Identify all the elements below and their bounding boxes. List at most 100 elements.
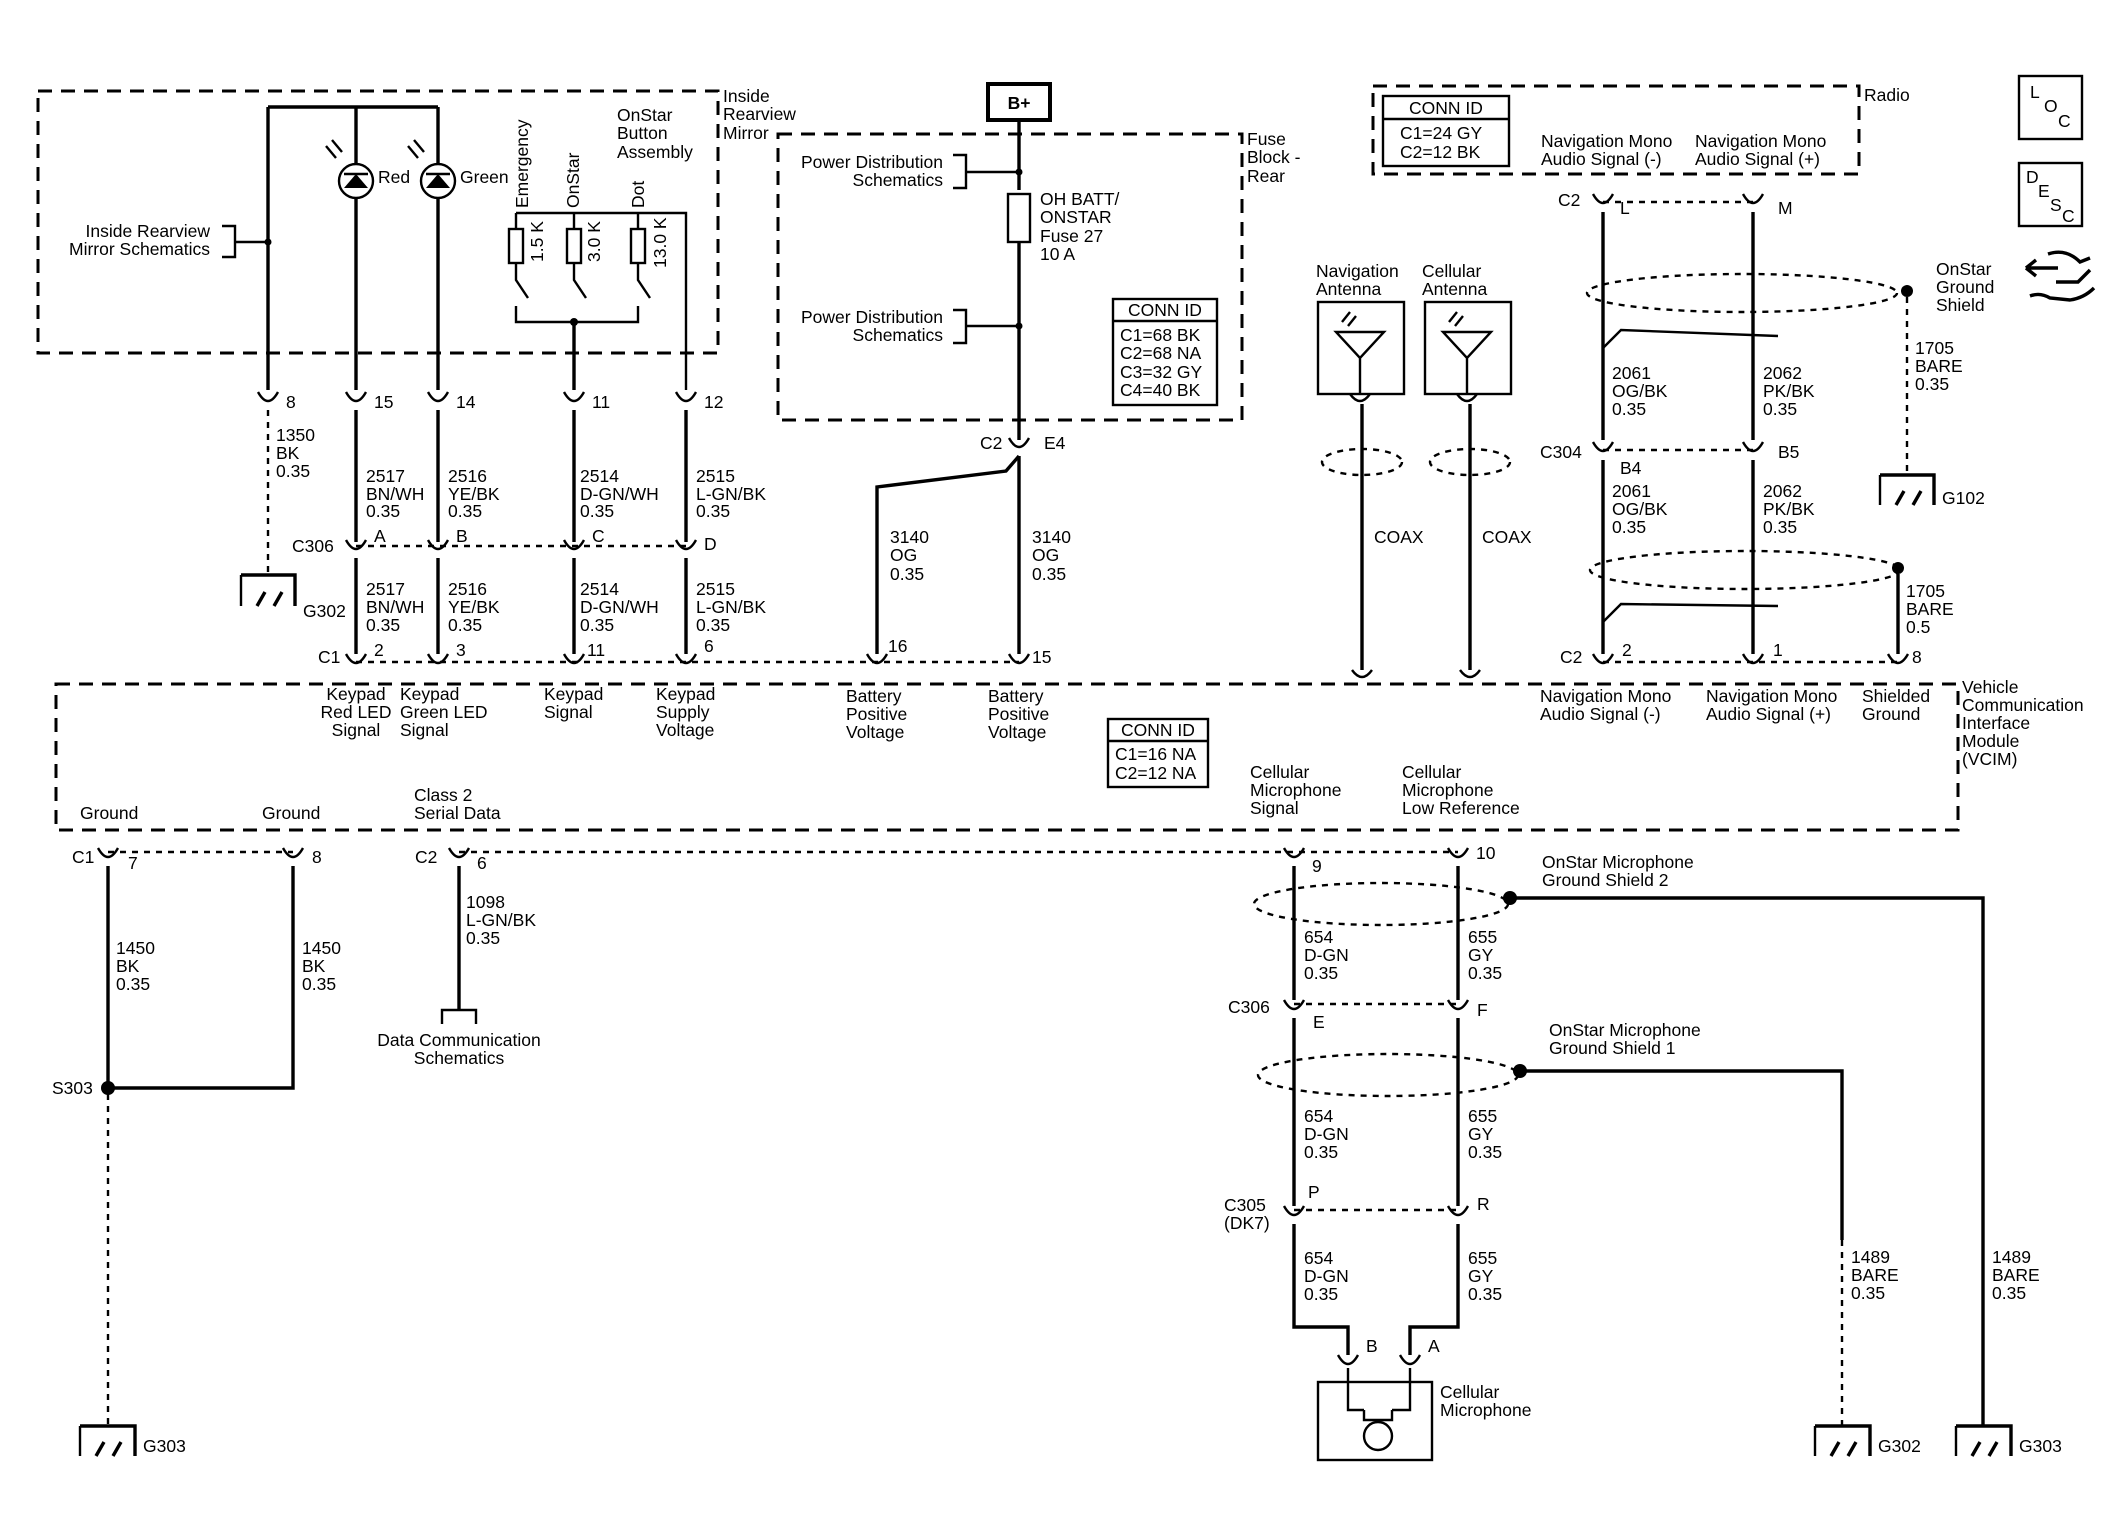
svg-text:Shield: Shield — [1936, 295, 1985, 315]
svg-text:Data Communication: Data Communication — [377, 1030, 540, 1050]
svg-text:GY: GY — [1468, 945, 1494, 965]
svg-text:Rearview: Rearview — [723, 104, 796, 124]
green-led-icon: Green — [407, 107, 509, 390]
svg-text:D-GN: D-GN — [1304, 1266, 1349, 1286]
svg-text:15: 15 — [374, 392, 393, 412]
svg-text:Rear: Rear — [1247, 166, 1285, 186]
wire-2062-label-a: 2062 PK/BK 0.35 — [1763, 363, 1815, 419]
svg-text:BK: BK — [116, 956, 140, 976]
ground-g303-left-icon: G303 — [78, 1424, 186, 1457]
desc-icon[interactable]: D E S C — [2017, 161, 2084, 228]
connector-c304: C304 B4 B5 — [1540, 441, 1799, 478]
svg-text:Keypad: Keypad — [544, 684, 603, 704]
red-led-label: Red — [378, 167, 410, 187]
svg-text:2514: 2514 — [580, 466, 619, 486]
svg-text:OG/BK: OG/BK — [1612, 499, 1668, 519]
svg-text:Power Distribution: Power Distribution — [801, 307, 943, 327]
cellular-microphone: B A Cellular Microphone — [1316, 1336, 1531, 1462]
svg-text:BARE: BARE — [1851, 1265, 1899, 1285]
svg-text:8: 8 — [312, 847, 322, 867]
svg-text:BK: BK — [276, 443, 300, 463]
svg-text:BK: BK — [302, 956, 326, 976]
svg-text:BARE: BARE — [1915, 356, 1963, 376]
svg-text:2062: 2062 — [1763, 363, 1802, 383]
svg-text:Class 2: Class 2 — [414, 785, 472, 805]
wire-3140-right-label: 3140 OG 0.35 — [1032, 527, 1071, 584]
wire-1705-shield-1: 1705 BARE 0.35 — [1915, 338, 1963, 394]
svg-text:Microphone: Microphone — [1250, 780, 1341, 800]
radio-c2-connector: C2 L M — [1558, 190, 1793, 218]
power-distribution-ref-1: Power Distribution Schematics — [801, 152, 1023, 190]
svg-text:D-GN/WH: D-GN/WH — [580, 597, 659, 617]
svg-text:E4: E4 — [1044, 433, 1066, 453]
svg-text:1350: 1350 — [276, 425, 315, 445]
svg-text:Antenna: Antenna — [1422, 279, 1487, 299]
svg-text:CONN ID: CONN ID — [1409, 98, 1483, 118]
svg-text:C4=40 BK: C4=40 BK — [1120, 380, 1201, 400]
ground-g302-icon: G302 — [239, 573, 346, 621]
wire-1489-left-label: 1489 BARE 0.35 — [1851, 1247, 1899, 1303]
wire-harness-icon[interactable] — [2024, 250, 2096, 302]
svg-text:2515: 2515 — [696, 579, 735, 599]
wire-2062-label-b: 2062 PK/BK 0.35 — [1763, 481, 1815, 537]
svg-text:C2=68 NA: C2=68 NA — [1120, 343, 1202, 363]
svg-text:PK/BK: PK/BK — [1763, 499, 1815, 519]
svg-text:OG: OG — [1032, 545, 1059, 565]
vcim-c1-bottom-connector: C1 7 8 — [72, 847, 322, 873]
wire-1489-right-label: 1489 BARE 0.35 — [1992, 1247, 2040, 1303]
svg-text:1489: 1489 — [1992, 1247, 2031, 1267]
svg-text:Antenna: Antenna — [1316, 279, 1381, 299]
svg-text:654: 654 — [1304, 1248, 1333, 1268]
wire-654-label-a: 654 D-GN 0.35 — [1304, 927, 1349, 983]
svg-text:Inside: Inside — [723, 86, 770, 106]
mirror-connector-pins: 8 15 14 11 12 — [256, 391, 723, 412]
red-led-icon: Red — [325, 107, 410, 390]
svg-text:Positive: Positive — [988, 704, 1049, 724]
loc-icon[interactable]: L O C — [2017, 74, 2084, 141]
svg-text:0.35: 0.35 — [302, 974, 336, 994]
svg-text:OnStar: OnStar — [617, 105, 673, 125]
svg-text:B5: B5 — [1778, 442, 1799, 462]
svg-text:1450: 1450 — [302, 938, 341, 958]
svg-text:G303: G303 — [2019, 1436, 2062, 1456]
svg-text:C306: C306 — [1228, 997, 1270, 1017]
svg-text:2516: 2516 — [448, 579, 487, 599]
svg-text:C2: C2 — [415, 847, 437, 867]
svg-text:S: S — [2050, 195, 2062, 215]
svg-text:A: A — [374, 526, 386, 546]
svg-text:Ground Shield 2: Ground Shield 2 — [1542, 870, 1668, 890]
svg-text:Assembly: Assembly — [617, 142, 693, 162]
svg-text:15: 15 — [1032, 647, 1051, 667]
svg-text:Shielded: Shielded — [1862, 686, 1930, 706]
svg-text:L: L — [2030, 82, 2040, 102]
svg-text:G102: G102 — [1942, 488, 1985, 508]
svg-text:Navigation Mono: Navigation Mono — [1695, 131, 1826, 151]
svg-text:655: 655 — [1468, 1248, 1497, 1268]
radio-audio-neg-label: Navigation Mono Audio Signal (-) — [1541, 131, 1672, 169]
svg-text:0.35: 0.35 — [448, 615, 482, 635]
svg-text:12: 12 — [704, 392, 723, 412]
svg-text:9: 9 — [1312, 856, 1322, 876]
svg-text:Battery: Battery — [846, 686, 902, 706]
mic-ground-shield-2: OnStar Microphone Ground Shield 2 — [1252, 852, 1985, 1426]
connector-c2-e4: C2 E4 — [980, 433, 1066, 453]
ground-g102-icon: G102 — [1878, 473, 1985, 508]
svg-text:1: 1 — [1773, 640, 1783, 660]
svg-text:L-GN/BK: L-GN/BK — [696, 597, 766, 617]
svg-text:BARE: BARE — [1906, 599, 1954, 619]
svg-text:6: 6 — [477, 853, 487, 873]
svg-text:Audio Signal (-): Audio Signal (-) — [1540, 704, 1661, 724]
wire-2061-label-a: 2061 OG/BK 0.35 — [1612, 363, 1668, 419]
svg-text:BARE: BARE — [1992, 1265, 2040, 1285]
svg-text:0.35: 0.35 — [890, 564, 924, 584]
svg-text:0.35: 0.35 — [466, 928, 500, 948]
svg-text:O: O — [2044, 96, 2058, 116]
svg-text:Interface: Interface — [1962, 713, 2030, 733]
switch-dot-label: Dot — [628, 181, 648, 208]
svg-text:Fuse: Fuse — [1247, 129, 1286, 149]
svg-text:C: C — [2058, 111, 2071, 131]
svg-text:Schematics: Schematics — [414, 1048, 505, 1068]
connector-c306-top: C306 A B C D — [292, 526, 717, 556]
